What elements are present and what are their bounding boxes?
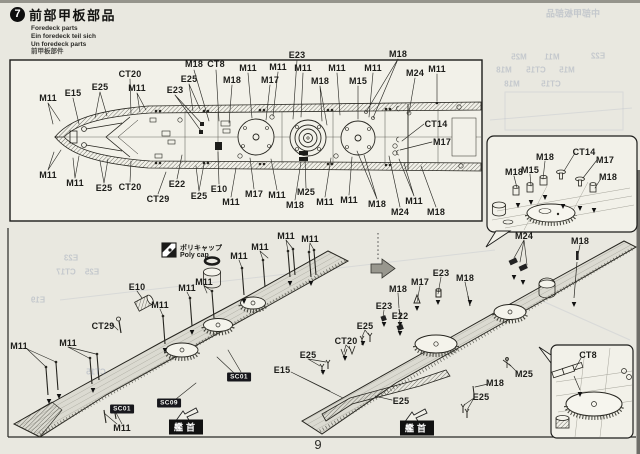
- page-top-edge: [0, 0, 640, 3]
- polycap-label-jp: ポリキャップ: [180, 245, 222, 252]
- subtitle-zh: 前甲板部件: [31, 48, 64, 56]
- detail-inset-top: [485, 135, 638, 248]
- page-number: 9: [314, 437, 322, 452]
- step-title: 前部甲板部品: [29, 8, 117, 23]
- leader-lines: [26, 58, 601, 425]
- subtitle-en: Foredeck parts: [31, 25, 78, 32]
- bow-sliver-part: [321, 369, 451, 422]
- bleedthrough-linework: [59, 91, 633, 341]
- right-iso-view: [301, 240, 638, 435]
- step-flow-arrow: [370, 258, 396, 279]
- subtitle-fr: Un foredeck parts: [31, 40, 87, 48]
- polycap-label-en: Poly cap: [180, 252, 209, 259]
- page-borders: [7, 228, 636, 438]
- bow-direction-arrows: [174, 407, 428, 424]
- step-number-badge: 7: [10, 7, 25, 22]
- page-right-edge: [636, 170, 640, 454]
- step-header: 7 前部甲板部品 Foredeck parts Ein foredeck tei…: [10, 5, 116, 56]
- detail-inset-ct8: [538, 344, 634, 439]
- left-iso-view: [12, 242, 350, 438]
- subtitle-de: Ein foredeck teil sich: [31, 32, 97, 40]
- plan-view: [9, 59, 483, 222]
